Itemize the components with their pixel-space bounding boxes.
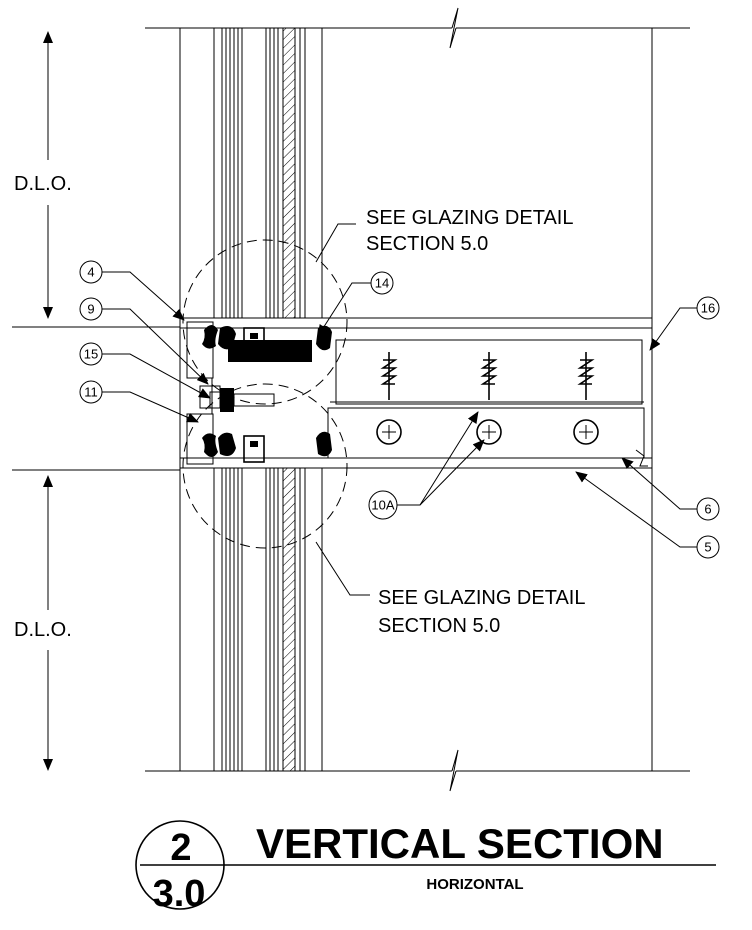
callout-14: 14 xyxy=(317,271,394,337)
detail-number: 2 xyxy=(170,827,191,869)
note-top-line2: SECTION 5.0 xyxy=(366,233,488,255)
anchor-plate xyxy=(327,339,648,467)
svg-text:4: 4 xyxy=(87,265,94,280)
note-bottom-line1: SEE GLAZING DETAIL xyxy=(378,587,585,609)
thermal-break xyxy=(209,340,312,412)
callout-11: 11 xyxy=(79,380,199,423)
screw-1 xyxy=(376,352,402,445)
svg-text:5: 5 xyxy=(704,540,711,555)
dlo-bottom-label: D.L.O. xyxy=(14,619,72,641)
svg-text:16: 16 xyxy=(701,301,715,316)
screw-3 xyxy=(573,352,599,445)
frame-outline xyxy=(179,28,653,771)
callout-9: 9 xyxy=(79,297,209,385)
svg-text:11: 11 xyxy=(84,385,98,400)
callout-6: 6 xyxy=(621,457,720,521)
glass-lower xyxy=(213,467,323,772)
note-glazing-top: SEE GLAZING DETAIL SECTION 5.0 xyxy=(315,207,573,263)
break-line-bottom xyxy=(145,749,690,792)
callout-15: 15 xyxy=(79,342,211,399)
dimension-dlo-bottom: D.L.O. xyxy=(12,469,180,771)
detail-circle-upper xyxy=(182,239,348,405)
dimension-dlo-top: D.L.O. xyxy=(12,31,180,328)
setting-block-lower xyxy=(243,435,265,463)
callout-10a: 10A xyxy=(368,411,485,520)
screw-2 xyxy=(476,352,502,445)
title-block: 2 3.0 VERTICAL SECTION HORIZONTAL xyxy=(135,820,716,915)
break-line-top xyxy=(145,7,690,49)
svg-text:9: 9 xyxy=(87,302,94,317)
note-glazing-bottom: SEE GLAZING DETAIL SECTION 5.0 xyxy=(315,541,585,637)
svg-text:15: 15 xyxy=(84,347,98,362)
note-bottom-line2: SECTION 5.0 xyxy=(378,615,500,637)
callout-16: 16 xyxy=(649,296,720,351)
callout-5: 5 xyxy=(575,471,720,559)
glass-upper xyxy=(213,27,323,319)
svg-text:14: 14 xyxy=(375,276,389,291)
dlo-top-label: D.L.O. xyxy=(14,173,72,195)
sheet-number: 3.0 xyxy=(153,873,206,915)
note-top-line1: SEE GLAZING DETAIL xyxy=(366,207,573,229)
detail-circle-lower xyxy=(182,383,348,549)
svg-text:6: 6 xyxy=(704,502,711,517)
callout-4: 4 xyxy=(79,260,185,321)
subtitle: HORIZONTAL xyxy=(426,876,523,893)
svg-text:10A: 10A xyxy=(371,498,394,513)
title: VERTICAL SECTION xyxy=(256,820,664,867)
